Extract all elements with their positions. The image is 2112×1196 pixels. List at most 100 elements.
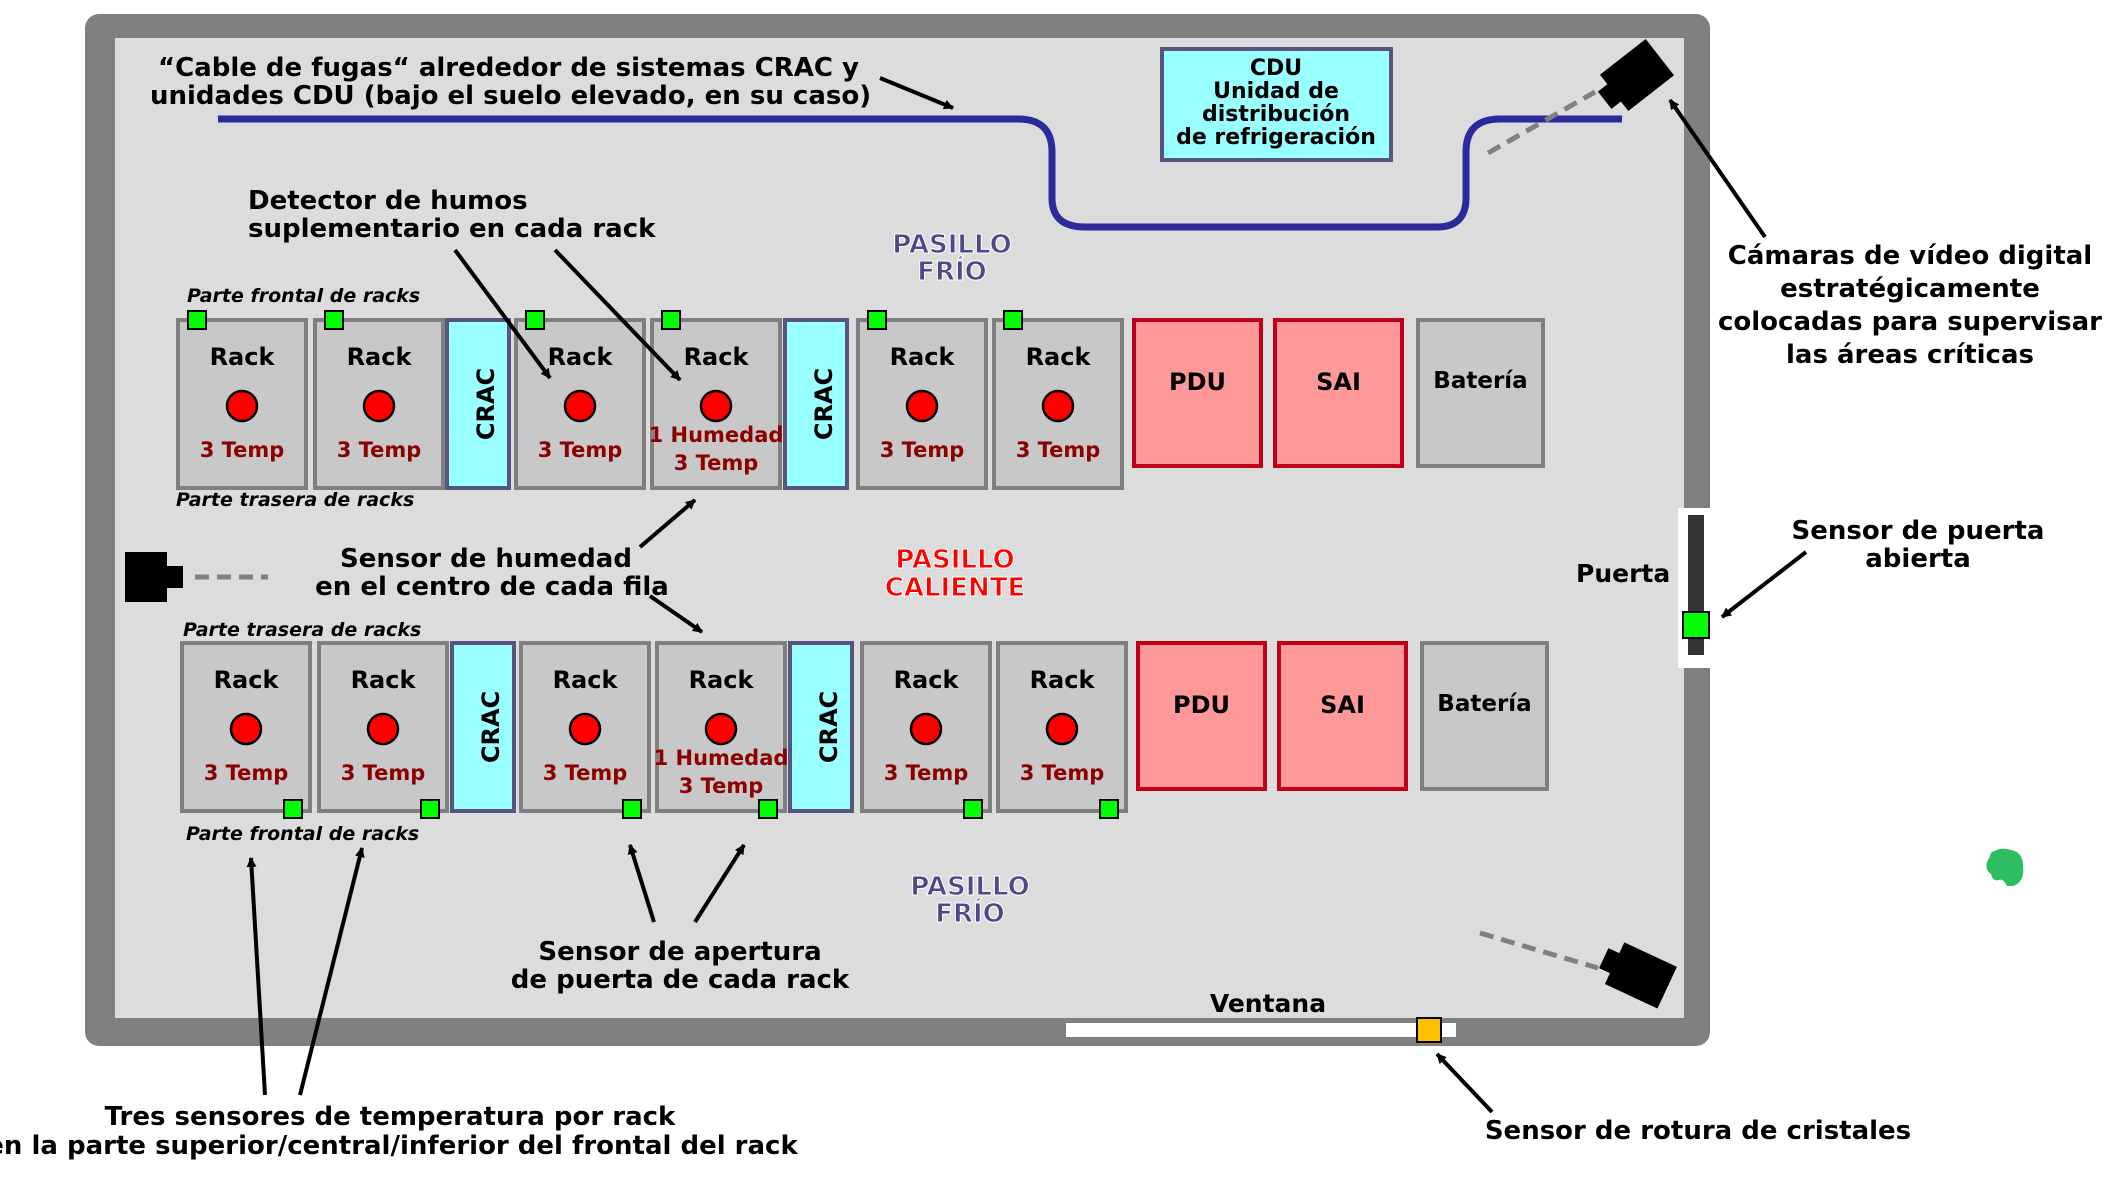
battery-box [1420, 641, 1549, 791]
pdu-box [1132, 318, 1263, 468]
temp-annotation-2: en la parte superior/central/inferior de… [0, 1131, 798, 1161]
elephant-logo-icon [1986, 848, 2024, 886]
window [1066, 1023, 1456, 1037]
rack-label: Rack [684, 343, 750, 371]
arrow-humidity-top [638, 498, 697, 549]
battery-label: Batería [1437, 691, 1531, 717]
temp-sensor-label: 3 Temp [337, 438, 422, 462]
rack-door-sensor [420, 799, 440, 819]
arrow-rack-door-2 [693, 843, 746, 924]
crac-unit: CRAC [783, 318, 849, 490]
pdu-label: PDU [1173, 691, 1230, 719]
rack-door-sensor [1003, 310, 1023, 330]
rack-door-sensor [324, 310, 344, 330]
cold-aisle-top-label-1: PASILLO [892, 230, 1012, 260]
rack-label: Rack [1030, 666, 1096, 694]
smoke-detector [362, 389, 396, 423]
crac-label: CRAC [810, 368, 838, 440]
temp-annotation-1: Tres sensores de temperatura por rack [105, 1102, 676, 1132]
temp-sensor-label: 3 Temp [200, 438, 285, 462]
hot-aisle-label-2: CALIENTE [885, 573, 1025, 603]
smoke-annotation-1: Detector de humos [248, 186, 528, 216]
camera-icon-bottom-right [1479, 930, 1677, 1009]
temp-sensor-label: 3 Temp [1016, 438, 1101, 462]
rear-racks-bottom-label: Parte trasera de racks [183, 619, 421, 641]
arrow-smoke-2 [553, 248, 682, 382]
rack-unit: Rack 3 Temp [313, 310, 445, 490]
window-label: Ventana [1210, 989, 1326, 1018]
temp-sensor-label: 3 Temp [543, 761, 628, 785]
smoke-detector [1045, 712, 1079, 746]
temp-sensor-label: 3 Temp [880, 438, 965, 462]
crac-box [445, 318, 511, 490]
arrow-humidity-bottom [648, 594, 704, 634]
cold-aisle-top-label-2: FRÍO [917, 255, 987, 287]
rack-label: Rack [553, 666, 619, 694]
smoke-detector [568, 712, 602, 746]
rack-label: Rack [894, 666, 960, 694]
pdu-unit: PDU [1136, 641, 1267, 791]
arrow-door-sensor [1720, 550, 1808, 619]
rack-box [180, 641, 312, 813]
rack-unit: Rack 3 Temp [856, 310, 988, 490]
rack-label: Rack [347, 343, 413, 371]
rack-door-sensor [867, 310, 887, 330]
temp-sensor-label: 3 Temp [538, 438, 623, 462]
arrow-glass-break [1435, 1052, 1494, 1114]
ups-label: SAI [1316, 368, 1361, 396]
crac-label: CRAC [477, 691, 505, 763]
rack-label: Rack [890, 343, 956, 371]
glass-break-sensor [1416, 1017, 1442, 1043]
smoke-detector [1041, 389, 1075, 423]
door-open-annotation-1: Sensor de puerta [1792, 516, 2045, 546]
cdu-label-3: distribución [1202, 102, 1350, 127]
cameras-annotation-1: Cámaras de vídeo digital [1728, 241, 2092, 271]
ups-label: SAI [1320, 691, 1365, 719]
battery-unit: Batería [1420, 641, 1549, 791]
rack-door-sensor [661, 310, 681, 330]
arrow-rack-door-1 [627, 844, 656, 923]
rack-label: Rack [214, 666, 280, 694]
rack-door-sensor [963, 799, 983, 819]
rack-door-sensor [525, 310, 545, 330]
battery-box [1416, 318, 1545, 468]
arrow-temp-1 [246, 857, 267, 1096]
rack-door-annotation-1: Sensor de apertura [538, 937, 821, 967]
crac-label: CRAC [815, 691, 843, 763]
cameras-annotation-4: las áreas críticas [1786, 340, 2034, 370]
equipment-row-bottom: Rack 3 Temp Rack 3 Temp CRAC Rack 3 Temp Rack 1 … [180, 641, 1549, 819]
crac-unit: CRAC [450, 641, 516, 813]
rack-door-sensor [1099, 799, 1119, 819]
humidity-annotation-1: Sensor de humedad [340, 544, 632, 574]
arrow-cable [879, 76, 954, 110]
door-open-sensor [1682, 611, 1710, 639]
crac-box [788, 641, 854, 813]
temp-sensor-label: 3 Temp [884, 761, 969, 785]
rack-door-sensor [283, 799, 303, 819]
rack-unit: Rack 3 Temp [860, 641, 992, 819]
pdu-box [1277, 641, 1408, 791]
battery-label: Batería [1433, 368, 1527, 394]
temp-sensor-label: 3 Temp [679, 774, 764, 798]
camera-icon-left [125, 552, 268, 602]
crac-unit: CRAC [445, 318, 511, 490]
rack-unit: Rack 3 Temp [519, 641, 651, 819]
front-racks-top-label: Parte frontal de racks [187, 285, 420, 307]
smoke-detector [366, 712, 400, 746]
rack-label: Rack [351, 666, 417, 694]
cdu-label-1: CDU [1250, 56, 1302, 81]
crac-unit: CRAC [788, 641, 854, 813]
smoke-detector [905, 389, 939, 423]
arrow-smoke-1 [453, 248, 552, 380]
rack-label: Rack [1026, 343, 1092, 371]
humidity-sensor-label: 1 Humedad [654, 746, 789, 770]
cold-aisle-bottom-label-1: PASILLO [910, 872, 1030, 902]
rear-racks-top-label: Parte trasera de racks [176, 489, 414, 511]
battery-unit: Batería [1416, 318, 1545, 468]
